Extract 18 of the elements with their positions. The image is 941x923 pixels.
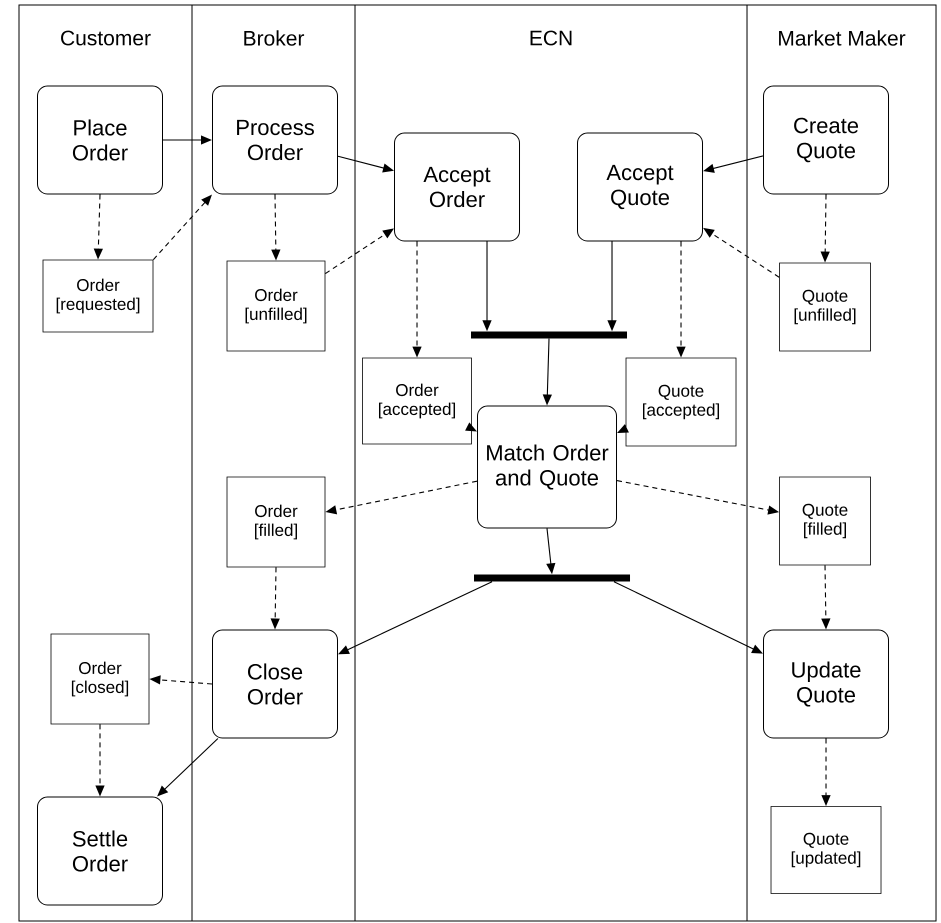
activity-box: Update Quote <box>763 630 890 738</box>
object-box: Order [unfilled] <box>226 260 326 352</box>
activity-box: Place Order <box>37 86 163 194</box>
object-box: Order [accepted] <box>362 358 472 444</box>
activity-box: Accept Order <box>394 132 520 242</box>
object-box: Quote [filled] <box>779 476 871 566</box>
activity-box: Close Order <box>212 630 338 738</box>
activity-box: Create Quote <box>763 86 890 194</box>
object-box: Quote [accepted] <box>626 358 736 446</box>
object-box: Order [closed] <box>50 634 150 724</box>
activity-box: Process Order <box>212 86 338 194</box>
activity-box: Match Order and Quote <box>477 406 617 528</box>
object-box: Quote [updated] <box>770 806 882 894</box>
object-box: Quote [unfilled] <box>779 262 871 352</box>
activity-box: Accept Quote <box>577 132 703 242</box>
activity-box: Settle Order <box>37 796 163 906</box>
object-box: Order [filled] <box>226 476 326 568</box>
object-box: Order [requested] <box>42 260 154 332</box>
